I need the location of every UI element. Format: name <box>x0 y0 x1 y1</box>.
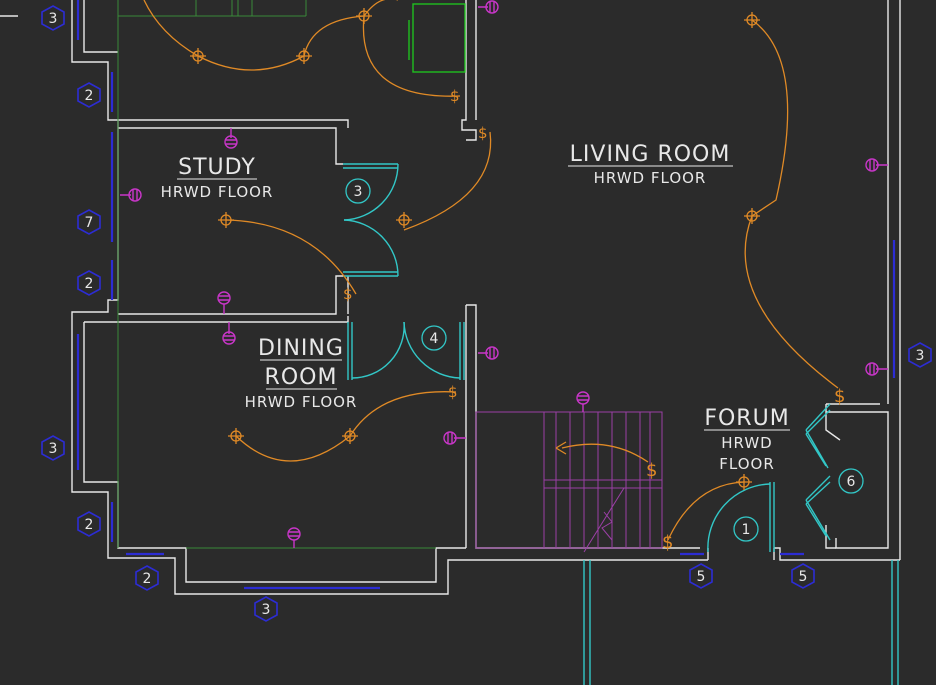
ceiling-light-icon <box>218 212 234 228</box>
room-labels: STUDY HRWD FLOOR LIVING ROOM HRWD FLOOR … <box>161 142 790 473</box>
outlet-icon <box>443 431 466 445</box>
refrigerator <box>412 3 466 73</box>
room-floor-living: HRWD FLOOR <box>594 169 707 187</box>
ceiling-light-icon <box>744 12 760 28</box>
switch-symbol: $ <box>450 87 460 105</box>
svg-text:3: 3 <box>262 602 271 618</box>
door-tag: 3 <box>345 178 371 204</box>
window-tag: 3 <box>41 5 65 31</box>
room-floor-dining: HRWD FLOOR <box>245 393 358 411</box>
window-tag: 2 <box>135 565 159 591</box>
doors <box>343 163 899 685</box>
room-floor-forum-1: HRWD <box>721 434 772 452</box>
svg-text:2: 2 <box>85 88 94 104</box>
svg-text:1: 1 <box>742 522 751 538</box>
room-name-dining-1: DINING <box>258 336 344 361</box>
svg-text:3: 3 <box>916 348 925 364</box>
window-tag: 2 <box>77 270 101 296</box>
switch-symbol: $ <box>478 124 488 142</box>
door-tag: 6 <box>838 468 864 494</box>
door-tag: 1 <box>733 516 759 542</box>
ceiling-light-icon <box>228 428 244 444</box>
svg-text:5: 5 <box>697 569 706 585</box>
switch-symbol: $ <box>646 460 657 481</box>
ceiling-light-icon <box>736 474 752 490</box>
outlet-icon <box>478 346 499 360</box>
ceiling-light-icon <box>356 8 372 24</box>
light-fixtures <box>190 8 760 490</box>
window-tag: 2 <box>77 82 101 108</box>
room-floor-forum-2: FLOOR <box>719 455 775 473</box>
outlet-icon <box>865 362 888 376</box>
svg-text:5: 5 <box>799 569 808 585</box>
room-name-dining-2: ROOM <box>265 365 338 390</box>
ceiling-light-icon <box>396 212 412 228</box>
outlet-icon <box>222 322 236 345</box>
electrical-wiring <box>143 0 839 541</box>
outlet-icon <box>120 188 142 202</box>
svg-text:7: 7 <box>85 215 94 231</box>
ceiling-light-icon <box>190 48 206 64</box>
room-name-study: STUDY <box>178 155 256 180</box>
svg-text:2: 2 <box>85 276 94 292</box>
door-tags: 3 4 1 6 <box>345 178 864 542</box>
svg-text:2: 2 <box>143 571 152 587</box>
door-tag: 4 <box>421 325 447 351</box>
switch-symbol: $ <box>834 386 845 407</box>
window-tags: 3 2 7 2 3 2 2 3 5 5 3 <box>41 5 932 622</box>
outlet-icon <box>576 391 590 412</box>
window-tag: 5 <box>791 563 815 589</box>
window-tag: 3 <box>41 435 65 461</box>
ceiling-light-icon <box>744 208 760 224</box>
window-tag: 7 <box>77 209 101 235</box>
outlet-icon <box>865 158 888 172</box>
room-name-living: LIVING ROOM <box>570 142 731 167</box>
svg-text:2: 2 <box>85 517 94 533</box>
outlets <box>120 0 888 548</box>
outlet-icon <box>478 0 499 14</box>
window-tag: 3 <box>908 342 932 368</box>
switch-symbol: $ <box>662 532 673 553</box>
window-tag: 3 <box>254 596 278 622</box>
staircase <box>475 411 663 553</box>
room-floor-study: HRWD FLOOR <box>161 183 274 201</box>
switch-symbol: $ <box>343 285 353 303</box>
svg-text:3: 3 <box>354 184 363 200</box>
outlet-icon <box>217 291 231 314</box>
room-name-forum: FORUM <box>704 406 789 431</box>
ceiling-light-icon <box>296 48 312 64</box>
outlet-icon <box>287 527 301 548</box>
outlet-icon <box>224 128 238 149</box>
svg-text:4: 4 <box>430 331 439 347</box>
svg-text:3: 3 <box>49 11 58 27</box>
light-switches: $ $ $ $ $ $ $ <box>343 87 845 553</box>
ceiling-light-icon <box>342 428 358 444</box>
svg-text:6: 6 <box>847 474 856 490</box>
windows <box>76 0 896 590</box>
switch-symbol: $ <box>448 383 458 401</box>
window-tag: 2 <box>77 511 101 537</box>
window-tag: 5 <box>689 563 713 589</box>
svg-text:3: 3 <box>49 441 58 457</box>
cabinetry <box>117 0 466 549</box>
